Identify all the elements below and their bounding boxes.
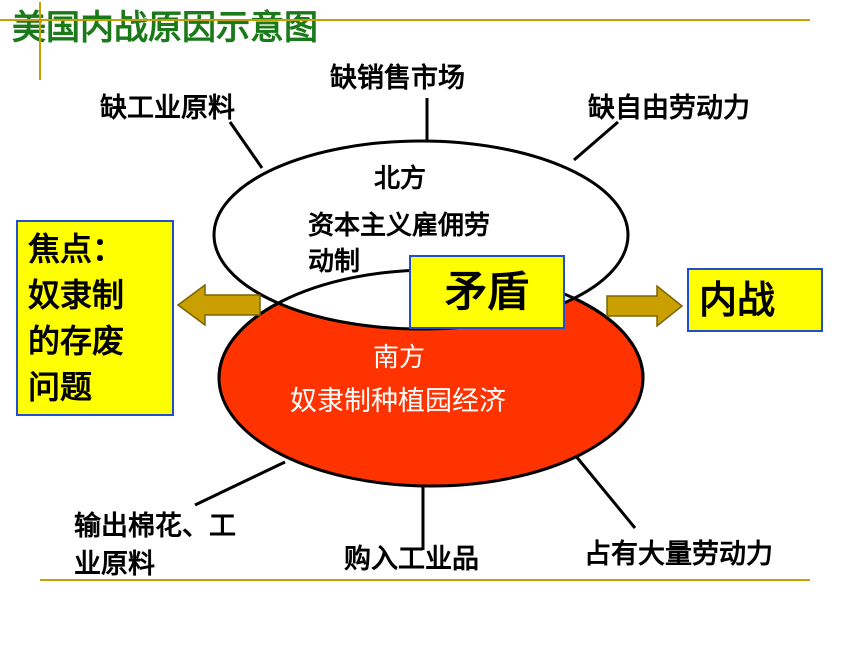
focus-line1: 焦点： <box>28 230 125 268</box>
contradiction-label: 矛盾 <box>444 267 529 316</box>
north-economy-line2: 动制 <box>308 247 361 277</box>
civil-war-label: 内战 <box>699 278 776 322</box>
label-export-line1: 输出棉花、工 <box>74 511 236 542</box>
label-lack-raw-materials: 缺工业原料 <box>100 93 235 124</box>
south-economy: 奴隶制种植园经济 <box>290 386 506 417</box>
focus-box: 焦点： 奴隶制 的存废 问题 <box>16 220 174 416</box>
contradiction-box: 矛盾 <box>409 255 565 329</box>
label-export-line2: 业原料 <box>74 549 155 580</box>
focus-line4: 问题 <box>28 368 93 406</box>
south-name: 南方 <box>373 343 426 373</box>
focus-line2: 奴隶制 <box>28 276 125 314</box>
connector-labor <box>573 120 619 162</box>
page-title: 美国内战原因示意图 <box>12 8 318 48</box>
label-large-labor-force: 占有大量劳动力 <box>584 539 773 570</box>
focus-line3: 的存废 <box>28 322 125 360</box>
left-arrow <box>176 283 261 327</box>
connector-raw-materials <box>228 121 264 169</box>
label-lack-market: 缺销售市场 <box>330 63 465 94</box>
north-economy-line1: 资本主义雇佣劳 <box>308 211 491 241</box>
civil-war-box: 内战 <box>687 268 823 332</box>
right-arrow <box>606 284 684 328</box>
label-lack-free-labor: 缺自由劳动力 <box>588 93 750 124</box>
north-name: 北方 <box>374 164 427 194</box>
connector-workforce <box>573 454 637 529</box>
connector-export <box>194 460 286 507</box>
label-import-industrial-goods: 购入工业品 <box>344 544 479 575</box>
